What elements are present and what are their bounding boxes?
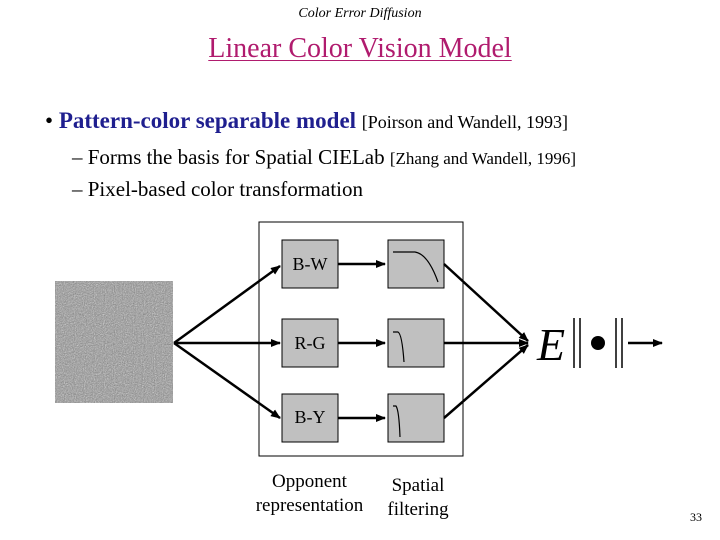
sub-bullet-dash: – bbox=[72, 145, 83, 169]
channel-by: B-Y bbox=[281, 393, 339, 443]
channel-label-rg: R-G bbox=[295, 333, 326, 353]
input-noise-image bbox=[55, 281, 173, 403]
channel-box-rg bbox=[281, 318, 339, 368]
slide-title: Linear Color Vision Model bbox=[208, 33, 512, 64]
label-spatial-line1: Spatial bbox=[391, 475, 445, 496]
arrow-bw-out bbox=[443, 263, 529, 342]
filter-bw bbox=[387, 239, 445, 289]
diagram-outer-box bbox=[258, 221, 464, 457]
label-opponent-line1: Opponent bbox=[272, 471, 347, 492]
sub-bullet-text: Forms the basis for Spatial CIELab bbox=[87, 145, 385, 169]
arrow-to-by bbox=[173, 341, 281, 420]
sub-bullet-dash: – bbox=[72, 177, 83, 201]
filter-by bbox=[387, 393, 445, 443]
filter-curve-bw-icon bbox=[393, 251, 439, 283]
channel-rg: R-G bbox=[281, 318, 339, 368]
arrow-to-bw bbox=[173, 264, 281, 345]
bullet-text: Pattern-color separable model bbox=[58, 108, 357, 133]
channel-box-by bbox=[281, 393, 339, 443]
main-bullet: • Pattern-color separable model [Poirson… bbox=[45, 108, 568, 134]
error-symbol: E bbox=[536, 319, 565, 370]
channel-box-bw bbox=[281, 239, 339, 289]
filter-box-by bbox=[387, 393, 445, 443]
filter-box-bw bbox=[387, 239, 445, 289]
filter-curve-rg-icon bbox=[393, 331, 405, 363]
sub-bullet-citation: [Zhang and Wandell, 1996] bbox=[389, 149, 577, 168]
label-spatial-line2: filtering bbox=[387, 499, 449, 520]
label-opponent-line2: representation bbox=[255, 495, 364, 516]
label-spatial-filtering: Spatial filtering bbox=[378, 474, 458, 522]
bullet-symbol: • bbox=[45, 108, 54, 133]
slide-header: Color Error Diffusion bbox=[298, 6, 422, 21]
filter-rg bbox=[387, 318, 445, 368]
arrow-by-out bbox=[443, 344, 529, 419]
sub-bullet-text: Pixel-based color transformation bbox=[87, 177, 364, 201]
sub-bullet-2: – Pixel-based color transformation bbox=[72, 177, 363, 202]
label-opponent-representation: Opponent representation bbox=[242, 470, 377, 518]
filter-curve-by-icon bbox=[393, 405, 401, 438]
channel-label-by: B-Y bbox=[295, 407, 326, 427]
filter-box-rg bbox=[387, 318, 445, 368]
channel-label-bw: B-W bbox=[293, 254, 328, 274]
page-number: 33 bbox=[690, 510, 702, 524]
bullet-citation: [Poirson and Wandell, 1993] bbox=[361, 112, 568, 132]
sub-bullet-1: – Forms the basis for Spatial CIELab [Zh… bbox=[72, 145, 576, 170]
norm-bars-icon bbox=[573, 318, 623, 368]
dot-icon bbox=[591, 336, 605, 350]
channel-bw: B-W bbox=[281, 239, 339, 289]
